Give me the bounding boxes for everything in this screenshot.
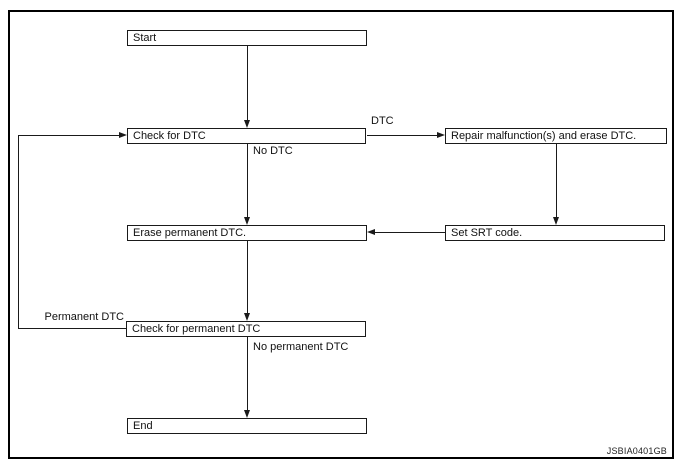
arrowhead-down-icon [244,120,250,128]
arrowhead-right-icon [119,132,127,138]
connector-check-to-repair [367,135,438,136]
arrowhead-down-icon [553,217,559,225]
connector-erase-to-checkperm [247,241,248,314]
flow-node-check-dtc: Check for DTC [127,128,366,144]
arrowhead-left-icon [367,229,375,235]
arrowhead-right-icon [437,132,445,138]
flow-node-repair: Repair malfunction(s) and erase DTC. [445,128,667,144]
flow-node-set-srt: Set SRT code. [445,225,665,241]
arrowhead-down-icon [244,313,250,321]
connector-loop-bottom [18,328,127,329]
edge-label-no-dtc: No DTC [253,145,293,157]
connector-checkperm-to-end [247,337,248,411]
flow-node-erase-permanent: Erase permanent DTC. [127,225,367,241]
connector-start-to-check [247,46,248,121]
flow-node-check-permanent: Check for permanent DTC [126,321,366,337]
flow-node-end: End [127,418,367,434]
arrowhead-down-icon [244,410,250,418]
connector-loop-top [18,135,120,136]
connector-repair-to-srt [556,144,557,218]
edge-label-permanent-dtc: Permanent DTC [44,311,124,323]
figure-code-watermark: JSBIA0401GB [606,446,667,456]
connector-check-to-erase [247,144,248,218]
flow-node-start: Start [127,30,367,46]
edge-label-no-permanent-dtc: No permanent DTC [253,341,349,353]
arrowhead-down-icon [244,217,250,225]
connector-loop-vertical [18,135,19,329]
edge-label-dtc: DTC [371,115,394,127]
connector-srt-to-erase [374,232,445,233]
